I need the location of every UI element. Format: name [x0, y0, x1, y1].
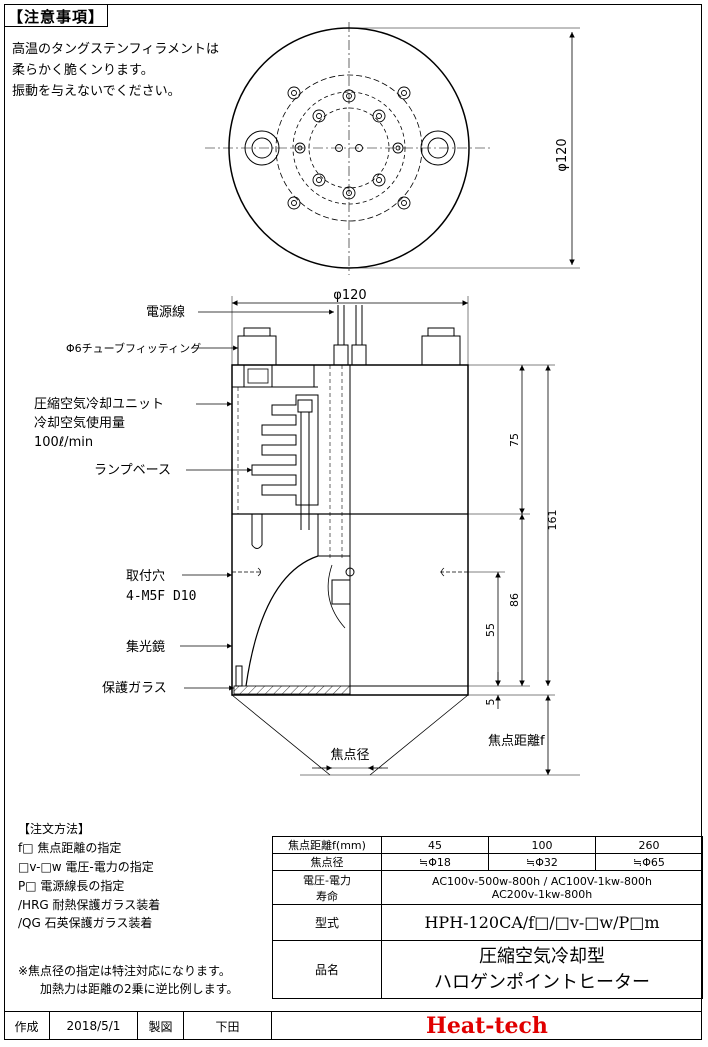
- order-line-4: /HRG 耐熱保護ガラス装着: [18, 898, 161, 912]
- footer-date: 2018/5/1: [50, 1011, 138, 1040]
- outer-bolt-holes: [287, 86, 411, 210]
- fitting-left-inner: [251, 137, 273, 159]
- dim-5: 5: [484, 699, 497, 706]
- spec-power-values: AC100v-500w-800h / AC100V-1kw-800h AC200…: [381, 870, 703, 905]
- caution-line-3: 振動を与えないでください。: [12, 84, 181, 99]
- spec-life-header: 寿命: [316, 889, 338, 903]
- spec-power-header: 電圧-電力: [303, 873, 351, 887]
- drawing-frame: [4, 4, 702, 1040]
- callout-cooling-unit-3: 100ℓ/min: [34, 435, 93, 450]
- side-view: [180, 296, 580, 776]
- fitting-right-inner: [427, 137, 449, 159]
- callout-reflector: 集光鏡: [126, 639, 165, 655]
- spec-spot-18: ≒Φ18: [381, 853, 489, 871]
- spec-spot-65: ≒Φ65: [595, 853, 703, 871]
- order-line-1: f□ 焦点距離の指定: [18, 841, 122, 855]
- spec-focal-45: 45: [381, 836, 489, 854]
- callout-focal-distance: 焦点距離f: [488, 734, 545, 749]
- inner-holes: [294, 89, 404, 200]
- order-title: 【注文方法】: [18, 822, 91, 836]
- fitting-right-cap: [427, 327, 455, 337]
- callout-tube-fitting: Φ6チューブフィッティング: [66, 341, 201, 355]
- spec-focal-100: 100: [488, 836, 596, 854]
- dim-75: 75: [508, 433, 521, 447]
- top-view-diameter-label: φ120: [555, 138, 570, 171]
- spec-power-line-2: AC200v-1kw-800h: [491, 887, 593, 901]
- callout-mount-hole-2: 4-M5F D10: [126, 589, 196, 604]
- side-top-diameter-label: φ120: [333, 288, 366, 303]
- spec-name-line-2: ハロゲンポイントヒーター: [434, 971, 650, 993]
- fitting-left-cap: [243, 327, 271, 337]
- order-note-1: ※焦点径の指定は特注対応になります。: [18, 964, 231, 978]
- footer-made-label: 作成: [4, 1011, 50, 1040]
- spec-focal-260: 260: [595, 836, 703, 854]
- order-line-5: /QG 石英保護ガラス装着: [18, 916, 153, 930]
- footer-drawn-label: 製図: [138, 1011, 184, 1040]
- order-line-3: P□ 電源線長の指定: [18, 879, 125, 893]
- footer-brand-cell: Heat-tech: [272, 1011, 702, 1040]
- spec-spot-32: ≒Φ32: [488, 853, 596, 871]
- callout-cooling-unit-2: 冷却空気使用量: [34, 415, 125, 431]
- callout-spot-diameter: 焦点径: [330, 748, 369, 763]
- cooling-fins: [251, 394, 319, 506]
- footer-drafter: 下田: [184, 1011, 272, 1040]
- spec-name-header: 品名: [272, 940, 382, 999]
- caution-title-box: [4, 4, 108, 27]
- spec-power-life-header: 電圧-電力 寿命: [272, 870, 382, 905]
- callout-protective-glass: 保護ガラス: [102, 680, 167, 696]
- fitting-left-outer: [244, 130, 280, 166]
- caution-line-2: 柔らかく脆くンります。: [12, 63, 154, 78]
- order-note-2: 加熱力は距離の2乗に逆比例します。: [40, 982, 239, 996]
- top-view: [205, 22, 580, 275]
- order-line-2: □v-□w 電圧-電力の指定: [18, 860, 154, 874]
- caution-title: 【注意事項】: [8, 8, 105, 26]
- protective-glass: [233, 685, 351, 695]
- focus-cone-left: [231, 694, 331, 776]
- spec-power-line-1: AC100v-500w-800h / AC100V-1kw-800h: [432, 874, 652, 888]
- spec-spot-header: 焦点径: [272, 853, 382, 871]
- fitting-left-body: [237, 335, 277, 366]
- spec-name-line-1: 圧縮空気冷却型: [479, 945, 605, 967]
- callout-power-cable: 電源線: [146, 304, 185, 320]
- dim-86: 86: [508, 593, 521, 607]
- fitting-right-body: [421, 335, 461, 366]
- spec-table: 焦点距離f(mm) 45 100 260 焦点径 ≒Φ18 ≒Φ32 ≒Φ65 …: [272, 836, 703, 999]
- reflector-curve: [245, 555, 319, 687]
- spec-name-value: 圧縮空気冷却型 ハロゲンポイントヒーター: [381, 940, 703, 999]
- spec-focal-header: 焦点距離f(mm): [272, 836, 382, 854]
- fitting-right-outer: [420, 130, 456, 166]
- dim-161: 161: [546, 510, 559, 531]
- callout-lamp-base: ランプベース: [94, 463, 171, 478]
- callout-mount-hole-1: 取付穴: [126, 569, 165, 584]
- callout-cooling-unit-1: 圧縮空気冷却ユニット: [34, 396, 164, 412]
- caution-line-1: 高温のタングステンフィラメントは: [12, 42, 219, 57]
- brand-logo: Heat-tech: [426, 1013, 548, 1039]
- spec-model-value: HPH-120CA/f□/□v-□w/P□m: [381, 904, 703, 941]
- spec-model-header: 型式: [272, 904, 382, 941]
- focus-cone-right: [369, 694, 469, 776]
- dim-55: 55: [484, 623, 497, 637]
